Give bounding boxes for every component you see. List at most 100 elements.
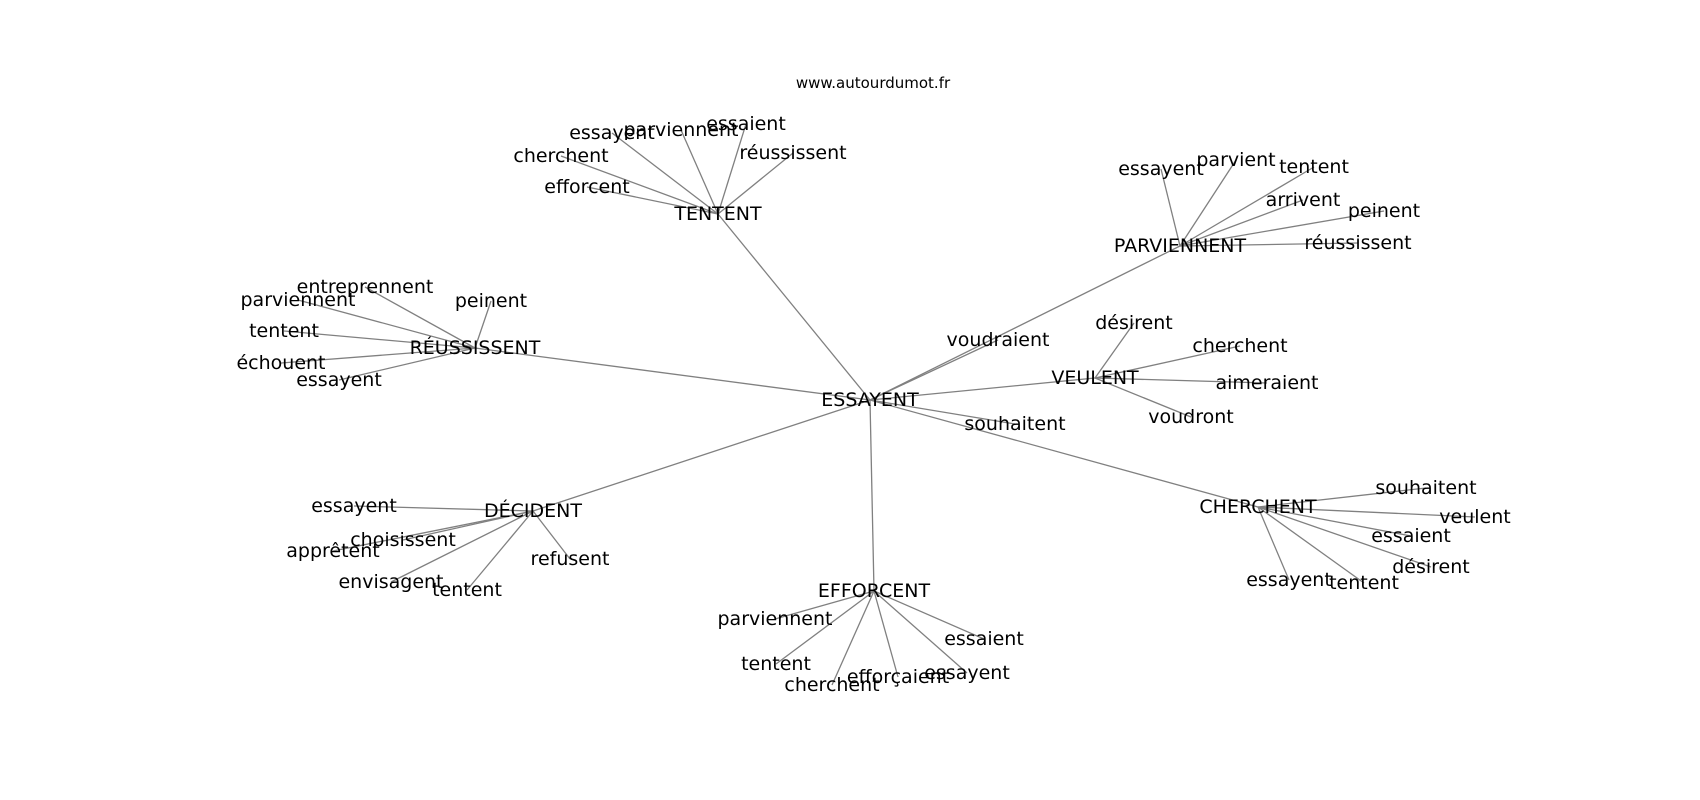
edge-hub-0-leaf-3	[560, 155, 719, 215]
edge-hub-1-leaf-1	[1179, 159, 1237, 247]
leaf-word-node[interactable]: essayent	[296, 369, 382, 391]
edge-hub-2-leaf-1	[297, 299, 476, 349]
leaf-word-node[interactable]: cherchent	[784, 674, 879, 696]
leaf-word-node[interactable]: efforçaient	[847, 666, 949, 688]
edge-hub-3-leaf-0	[1094, 322, 1135, 379]
edge-hub-6-leaf-0	[774, 590, 875, 620]
leaf-word-node[interactable]: apprêtent	[286, 540, 379, 562]
edge-hub-5-leaf-5	[1257, 506, 1365, 584]
edge-hub-6-leaf-2	[775, 590, 875, 665]
leaf-word-node[interactable]: entreprennent	[297, 276, 434, 298]
edge-hub-4-leaf-3	[532, 510, 571, 560]
leaf-word-node[interactable]: réussissent	[739, 142, 846, 164]
edge-hub-1-leaf-4	[1179, 210, 1385, 247]
leaf-word-node[interactable]: parviennent	[241, 289, 356, 311]
edge-hub-3-leaf-1	[1094, 345, 1241, 379]
edge-hub-2-leaf-4	[280, 347, 476, 364]
leaf-word-node[interactable]: tentent	[1279, 156, 1349, 178]
edge-hub-0-leaf-5	[586, 186, 719, 215]
edge-hub-6-leaf-4	[873, 590, 968, 674]
leaf-word-node[interactable]: souhaitent	[1375, 477, 1476, 499]
edge-hub-3-leaf-2	[1094, 377, 1268, 384]
edge-hub-0-leaf-2	[717, 123, 747, 215]
leaf-word-node[interactable]: réussissent	[1304, 232, 1411, 254]
edge-hub-4-leaf-2	[332, 510, 534, 552]
leaf-word-node[interactable]: cherchent	[513, 145, 608, 167]
edge-center-hub-6	[869, 399, 875, 592]
edge-hub-1-leaf-3	[1179, 199, 1304, 247]
center-word-node[interactable]: ESSAYENT	[821, 389, 919, 411]
hub-word-node[interactable]: VEULENT	[1051, 367, 1139, 389]
edge-hub-5-leaf-0	[1257, 487, 1427, 508]
edge-center-hub-3	[869, 377, 1096, 401]
leaf-word-node[interactable]: essaient	[944, 628, 1024, 650]
edge-center-direct-1	[869, 399, 1016, 425]
edge-hub-5-leaf-4	[1257, 506, 1290, 581]
direct-word-node[interactable]: voudraient	[947, 329, 1050, 351]
edge-hub-4-leaf-4	[390, 510, 534, 583]
source-credit: www.autourdumot.fr	[796, 74, 951, 92]
leaf-word-node[interactable]: essaient	[706, 113, 786, 135]
edge-hub-6-leaf-3	[873, 590, 899, 678]
direct-word-node[interactable]: souhaitent	[964, 413, 1065, 435]
leaf-word-node[interactable]: essayent	[311, 495, 397, 517]
leaf-word-node[interactable]: parviennent	[718, 608, 833, 630]
edge-center-hub-1	[869, 245, 1181, 401]
hub-word-node[interactable]: EFFORCENT	[818, 580, 931, 602]
edge-hub-5-leaf-2	[1257, 506, 1412, 537]
leaf-word-node[interactable]: arrivent	[1266, 189, 1341, 211]
edge-hub-1-leaf-2	[1179, 166, 1315, 247]
leaf-word-node[interactable]: tentent	[741, 653, 811, 675]
leaf-word-node[interactable]: désirent	[1392, 556, 1470, 578]
leaf-word-node[interactable]: veulent	[1439, 506, 1510, 528]
edge-hub-4-leaf-0	[353, 505, 534, 512]
edge-center-hub-0	[717, 213, 871, 401]
leaf-word-node[interactable]: efforcent	[544, 176, 629, 198]
labels-layer: www.autourdumot.fr ESSAYENT voudraient sou…	[236, 74, 1510, 696]
leaf-word-node[interactable]: tentent	[249, 320, 319, 342]
leaf-word-node[interactable]: parvient	[1196, 149, 1275, 171]
edge-hub-5-leaf-3	[1257, 506, 1432, 568]
edge-hub-1-leaf-5	[1179, 242, 1359, 247]
leaf-word-node[interactable]: refusent	[531, 548, 610, 570]
leaf-word-node[interactable]: parviennent	[624, 119, 739, 141]
edge-hub-6-leaf-1	[873, 590, 985, 640]
edge-hub-1-leaf-0	[1160, 168, 1181, 247]
edge-hub-5-leaf-1	[1257, 506, 1476, 518]
hub-word-node[interactable]: CHERCHENT	[1199, 496, 1317, 518]
leaf-word-node[interactable]: envisagent	[338, 571, 443, 593]
leaf-word-node[interactable]: peinent	[1348, 200, 1420, 222]
edge-center-hub-4	[532, 399, 871, 512]
leaf-word-node[interactable]: voudront	[1148, 406, 1233, 428]
edge-hub-4-leaf-5	[466, 510, 534, 591]
leaf-word-node[interactable]: cherchent	[1192, 335, 1287, 357]
edge-hub-3-leaf-3	[1094, 377, 1192, 418]
edges-layer	[280, 123, 1476, 686]
leaf-word-node[interactable]: désirent	[1095, 312, 1173, 334]
leaf-word-node[interactable]: essayent	[569, 122, 655, 144]
edge-hub-2-leaf-0	[364, 286, 476, 349]
leaf-word-node[interactable]: essayent	[924, 662, 1010, 684]
leaf-word-node[interactable]: choisissent	[350, 529, 456, 551]
leaf-word-node[interactable]: essaient	[1371, 525, 1451, 547]
leaf-word-node[interactable]: échouent	[236, 352, 325, 374]
edge-hub-2-leaf-3	[283, 330, 476, 349]
edge-hub-0-leaf-4	[717, 152, 794, 215]
edge-hub-2-leaf-5	[338, 347, 476, 381]
leaf-word-node[interactable]: aimeraient	[1215, 372, 1318, 394]
leaf-word-node[interactable]: essayent	[1118, 158, 1204, 180]
hub-word-node[interactable]: RÉUSSISSENT	[410, 336, 541, 359]
edge-center-hub-5	[869, 399, 1259, 508]
leaf-word-node[interactable]: essayent	[1246, 569, 1332, 591]
edge-center-hub-2	[474, 347, 871, 401]
edge-hub-6-leaf-5	[831, 590, 875, 686]
hub-word-node[interactable]: DÉCIDENT	[484, 499, 582, 522]
leaf-word-node[interactable]: peinent	[455, 290, 527, 312]
leaf-word-node[interactable]: tentent	[432, 579, 502, 601]
edge-hub-0-leaf-0	[611, 132, 719, 215]
hub-word-node[interactable]: TENTENT	[673, 203, 762, 225]
hub-word-node[interactable]: PARVIENNENT	[1114, 235, 1247, 257]
leaf-word-node[interactable]: tentent	[1329, 572, 1399, 594]
edge-hub-0-leaf-1	[680, 129, 719, 215]
